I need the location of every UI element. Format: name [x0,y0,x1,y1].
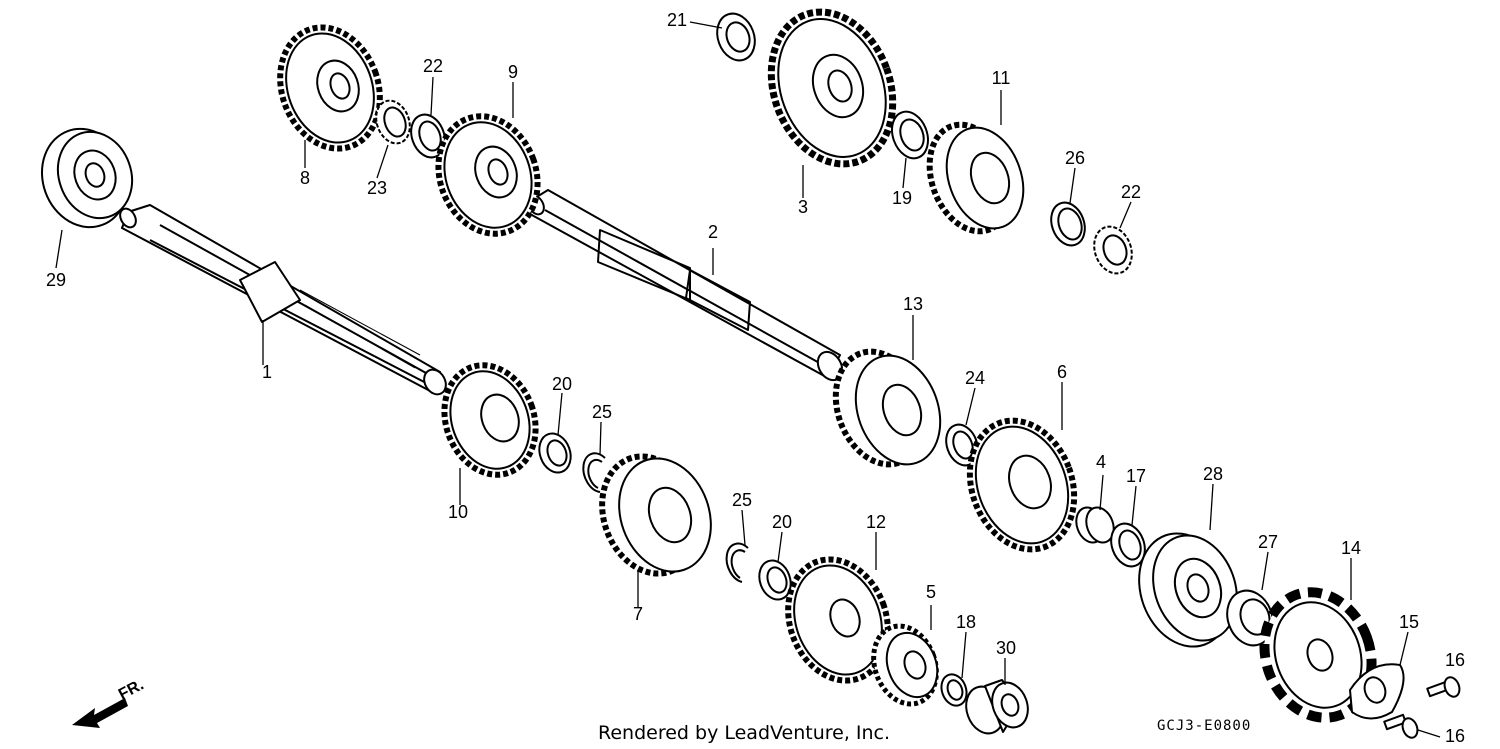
callout-6: 6 [1057,362,1067,382]
fixing-plate-15 [1349,663,1405,720]
callout-12: 12 [866,512,886,532]
circlip-25-upper [582,452,606,493]
washer-18 [940,673,968,707]
countershaft-2 [527,189,844,382]
callout-18: 18 [956,612,976,632]
washer-19 [891,110,929,160]
callout-4: 4 [1096,452,1106,472]
mainshaft-1 [119,204,447,396]
bearing-29 [40,127,134,229]
callout-26: 26 [1065,148,1085,168]
callout-25: 25 [592,402,612,422]
callout-25: 25 [732,490,752,510]
washer-20-lower [758,559,792,601]
gear-12 [785,556,891,684]
gear-13 [832,348,942,468]
washer-24 [945,423,979,467]
credit-text: Rendered by LeadVenture, Inc. [598,722,890,744]
bolt-16-lower [1383,713,1419,739]
circlip-25-lower [725,542,749,583]
callout-21: 21 [667,10,687,30]
callout-27: 27 [1258,532,1278,552]
bearing-30 [965,679,1029,735]
callout-16: 16 [1445,650,1465,670]
washer-17 [1110,522,1146,568]
callout-20: 20 [552,374,572,394]
gear-5 [871,623,939,707]
gear-3 [767,8,897,168]
bolt-16-upper [1426,676,1461,698]
callout-17: 17 [1126,466,1146,486]
callout-5: 5 [926,582,936,602]
callout-28: 28 [1203,464,1223,484]
callout-2: 2 [708,222,718,242]
callout-15: 15 [1399,612,1419,632]
circlip-22-upper [410,113,446,159]
bearing-28 [1138,532,1238,648]
callout-14: 14 [1341,538,1361,558]
callout-7: 7 [633,604,643,624]
callout-23: 23 [367,178,387,198]
gear-6 [966,417,1078,553]
callout-10: 10 [448,502,468,522]
leader-lines [55,21,1441,738]
circlip-26 [1050,201,1086,247]
callout-11: 11 [992,68,1011,88]
callout-16: 16 [1445,726,1465,746]
callout-1: 1 [262,362,272,382]
washer-23 [375,99,411,145]
callout-29: 29 [46,270,66,290]
circlip-22-lower [1093,225,1133,275]
callout-22: 22 [423,56,443,76]
callout-19: 19 [892,188,912,208]
bushing-4 [1075,506,1115,544]
front-direction-arrow-icon: FR. [72,676,147,728]
gear-7 [599,453,712,577]
gear-11 [926,121,1025,235]
gear-8 [277,24,383,152]
callout-20: 20 [772,512,792,532]
callout-22: 22 [1121,182,1141,202]
washer-21 [716,12,756,62]
gear-9 [435,113,541,237]
sprocket-14 [1259,587,1377,723]
front-direction-label: FR. [116,676,147,703]
callout-13: 13 [903,294,923,314]
callout-3: 3 [798,197,808,217]
washer-20-upper [538,432,572,474]
drawing-code: GCJ3-E0800 [1157,718,1251,734]
gear-10 [441,362,539,478]
callout-9: 9 [508,62,518,82]
callout-30: 30 [996,638,1016,658]
callout-8: 8 [300,168,310,188]
callout-numbers: 1234567891011121314151616171819202021222… [46,10,1465,746]
callout-24: 24 [965,368,985,388]
